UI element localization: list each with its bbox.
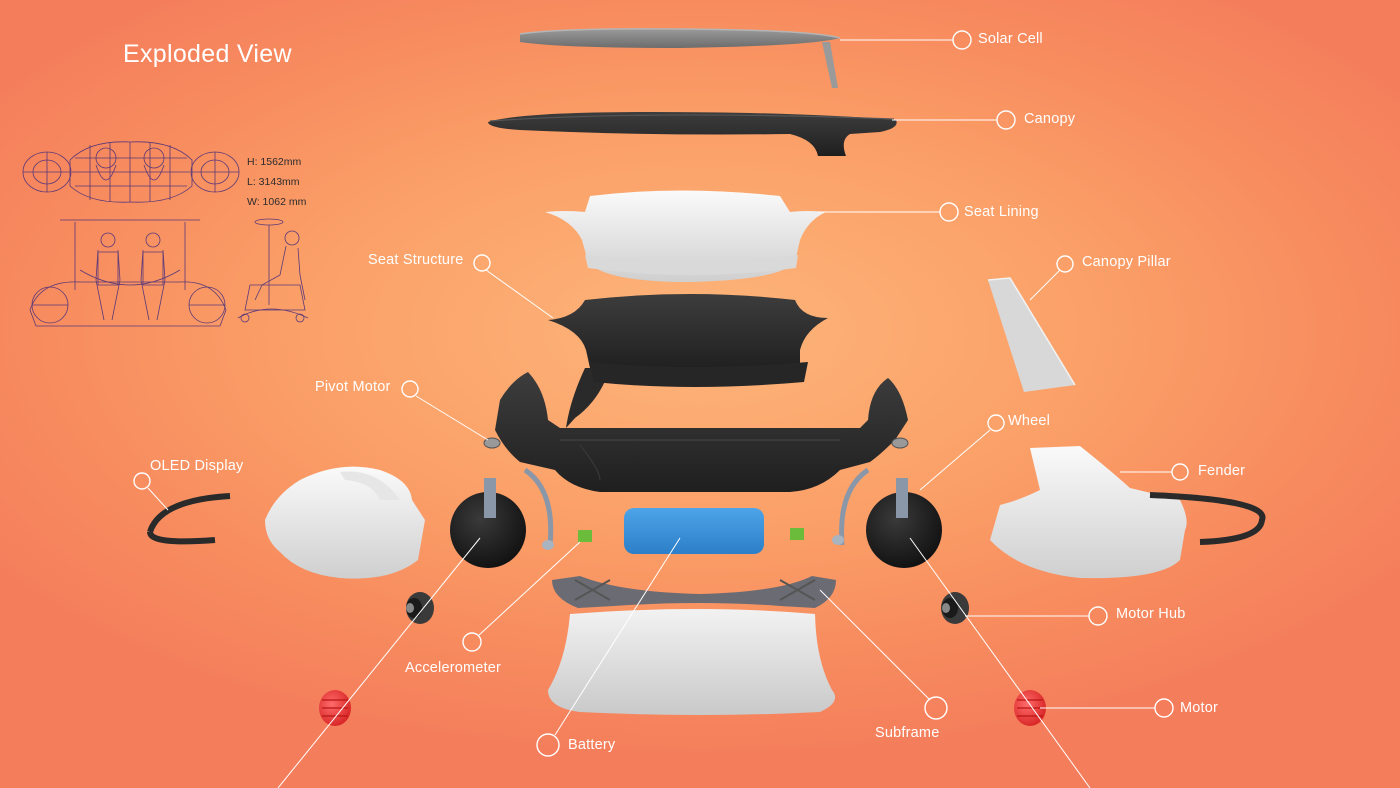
left-wheel-assembly	[450, 467, 592, 568]
motor-hub-left	[406, 592, 434, 624]
height-spec: H: 1562mm	[247, 156, 302, 168]
left-fender-part	[147, 466, 425, 579]
chassis-part	[495, 372, 908, 492]
accelerometer-right	[790, 528, 804, 540]
subframe-part	[552, 576, 836, 608]
pivot-motor-left	[483, 437, 501, 449]
canopy-pillar-part	[987, 277, 1076, 392]
right-wheel-assembly	[790, 467, 942, 568]
right-fender-part	[990, 446, 1266, 579]
length-spec: L: 3143mm	[247, 176, 300, 188]
label-seat-lining: Seat Lining	[964, 204, 1039, 220]
label-wheel: Wheel	[1008, 413, 1051, 429]
label-seat-structure: Seat Structure	[368, 252, 464, 268]
dimension-specs: H: 1562mm L: 3143mm W: 1062 mm	[247, 152, 306, 212]
page-title: Exploded View	[123, 40, 292, 68]
label-motor-hub: Motor Hub	[1116, 606, 1186, 622]
wireframe-drawings	[22, 141, 309, 327]
label-fender: Fender	[1198, 463, 1246, 479]
label-oled-display: OLED Display	[150, 458, 244, 474]
callouts	[133, 30, 1189, 788]
label-canopy-pillar: Canopy Pillar	[1082, 254, 1171, 270]
battery-part	[624, 508, 764, 554]
accelerometer-left	[578, 530, 592, 542]
seat-lining-part	[545, 190, 826, 282]
oled-display-right	[1149, 492, 1266, 545]
label-subframe: Subframe	[875, 725, 940, 741]
wireframe-side-view	[237, 218, 309, 323]
pivot-motor-right	[891, 437, 909, 449]
motor-hub-right	[941, 592, 969, 624]
label-accelerometer: Accelerometer	[405, 660, 502, 676]
label-motor: Motor	[1180, 700, 1219, 716]
motor-left	[319, 690, 351, 726]
solar-cell-part	[519, 28, 841, 88]
oled-display-left	[147, 493, 231, 534]
label-pivot-motor: Pivot Motor	[315, 379, 391, 395]
label-canopy: Canopy	[1024, 111, 1076, 127]
bottom-panel-part	[548, 609, 836, 715]
width-spec: W: 1062 mm	[247, 196, 307, 208]
canopy-part	[488, 112, 897, 156]
wireframe-front-view	[29, 219, 227, 327]
seat-structure-part	[548, 294, 828, 428]
wireframe-top-view	[22, 141, 240, 203]
label-solar-cell: Solar Cell	[978, 31, 1043, 47]
label-battery: Battery	[568, 737, 616, 753]
